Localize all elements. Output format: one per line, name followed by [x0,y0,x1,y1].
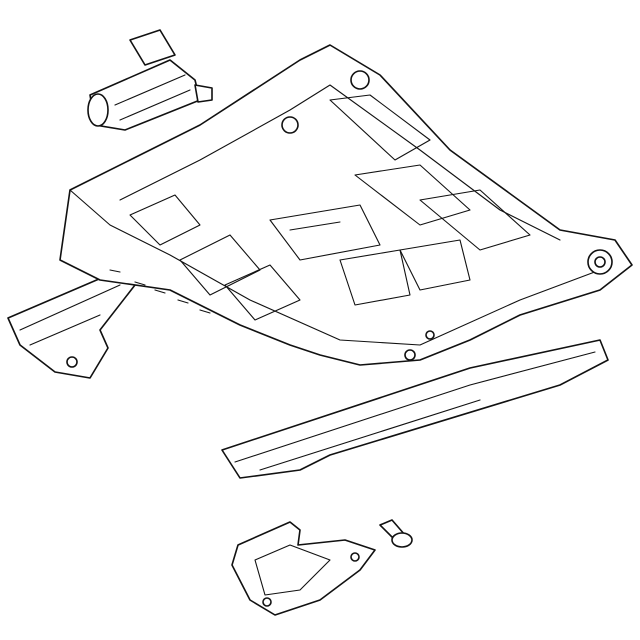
left-seat-rail [7,269,136,379]
bolt [379,519,413,548]
seat-frame [59,44,633,366]
seat-adjuster-motor [87,29,213,131]
mounting-bracket [231,521,376,616]
right-seat-rail [221,339,609,479]
